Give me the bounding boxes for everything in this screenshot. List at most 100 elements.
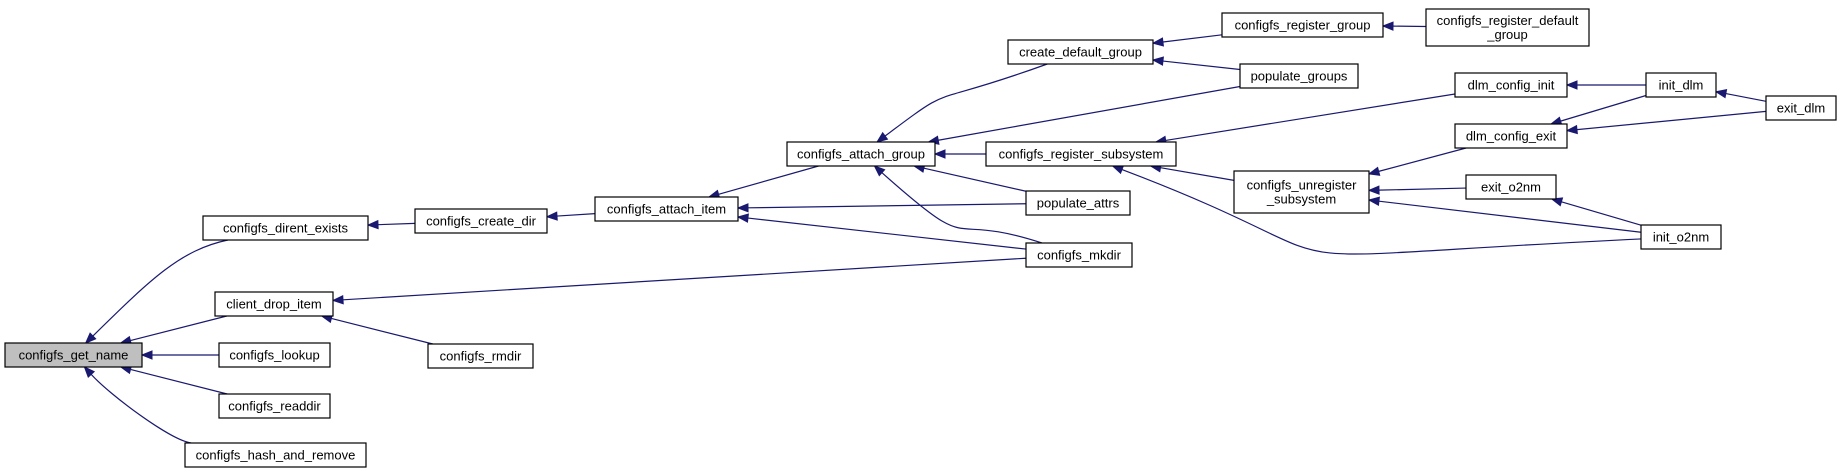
edge-init_o2nm-to-exit_o2nm [1550, 197, 1642, 226]
node-configfs-dirent-exists[interactable]: configfs_dirent_exists [202, 215, 369, 241]
edge-init_dlm-to-dlm_config_init [1565, 80, 1646, 90]
node-box [202, 215, 369, 241]
node-exit-o2nm[interactable]: exit_o2nm [1465, 174, 1557, 200]
node-label: _subsystem [1266, 192, 1336, 207]
edge-populate_groups-to-create_default_group [1151, 56, 1241, 71]
edge-dlm_config_exit-to-configfs_unregister_subsystem [1367, 147, 1467, 176]
edge-configfs_mkdir-to-configfs_attach_group [873, 165, 1043, 244]
edge-line [938, 85, 1241, 141]
node-label: create_default_group [1019, 45, 1142, 60]
arrowhead [875, 131, 889, 143]
arrowhead [1367, 166, 1381, 176]
arrowhead [1550, 197, 1564, 207]
edge-dlm_config_init-to-configfs_register_subsystem [1154, 93, 1456, 146]
node-exit-dlm[interactable]: exit_dlm [1765, 95, 1837, 121]
arrowhead [84, 332, 97, 344]
node-configfs-register-subsystem[interactable]: configfs_register_subsystem [985, 141, 1177, 167]
node-configfs-unregister-subsystem[interactable]: configfs_unregister_subsystem [1233, 170, 1370, 214]
node-configfs-register-group[interactable]: configfs_register_group [1221, 12, 1384, 38]
edge-configfs_register_group-to-create_default_group [1151, 34, 1223, 47]
node-label: populate_groups [1251, 69, 1348, 84]
edge-line [130, 315, 227, 342]
node-box [786, 141, 936, 167]
node-configfs-mkdir[interactable]: configfs_mkdir [1025, 242, 1133, 268]
edge-configfs_lookup-to-configfs_get_name [140, 350, 219, 360]
edge-configfs_register_subsystem-to-configfs_attach_group [933, 149, 986, 159]
edge-line [1378, 147, 1467, 172]
arrowhead [1565, 124, 1578, 135]
edge-line [377, 222, 416, 226]
node-label: dlm_config_init [1468, 78, 1555, 93]
node-label: populate_attrs [1037, 196, 1120, 211]
node-box [1465, 174, 1557, 200]
edge-line [1725, 93, 1767, 102]
node-configfs-attach-group[interactable]: configfs_attach_group [786, 141, 936, 167]
node-box [1454, 72, 1568, 98]
node-label: configfs_create_dir [426, 214, 537, 229]
arrowhead [933, 149, 946, 159]
node-box [1025, 242, 1133, 268]
edge-line [1121, 168, 1642, 255]
graph-nodes: configfs_get_nameconfigfs_dirent_existsc… [4, 8, 1837, 468]
edge-configfs_create_dir-to-configfs_dirent_exists [366, 219, 416, 230]
node-box [1007, 39, 1154, 65]
arrowhead [1151, 56, 1164, 66]
node-init-o2nm[interactable]: init_o2nm [1640, 224, 1722, 250]
edge-line [1378, 187, 1467, 191]
node-box [427, 343, 534, 369]
node-dlm-config-init[interactable]: dlm_config_init [1454, 72, 1568, 98]
edge-configfs_attach_item-to-configfs_create_dir [545, 211, 596, 221]
edge-configfs_rmdir-to-client_drop_item [320, 313, 433, 345]
edge-client_drop_item-to-configfs_get_name [119, 315, 227, 346]
node-configfs-lookup[interactable]: configfs_lookup [218, 342, 331, 368]
node-label: init_dlm [1659, 78, 1704, 93]
arrowhead [1151, 37, 1164, 47]
edge-line [1561, 201, 1642, 226]
node-box [985, 141, 1177, 167]
node-box [1233, 170, 1370, 214]
edge-line [1162, 60, 1241, 71]
arrowhead [366, 219, 379, 230]
node-label: configfs_register_subsystem [999, 147, 1164, 162]
node-configfs-rmdir[interactable]: configfs_rmdir [427, 343, 534, 369]
node-init-dlm[interactable]: init_dlm [1645, 72, 1717, 98]
node-label: exit_dlm [1777, 101, 1825, 116]
edge-line [92, 239, 229, 337]
node-box [1025, 190, 1131, 216]
node-box [1425, 8, 1590, 47]
node-configfs-attach-item[interactable]: configfs_attach_item [594, 196, 739, 222]
node-populate-attrs[interactable]: populate_attrs [1025, 190, 1131, 216]
node-configfs-create-dir[interactable]: configfs_create_dir [414, 208, 548, 234]
node-configfs-register-default-group[interactable]: configfs_register_default_group [1425, 8, 1590, 47]
node-populate-groups[interactable]: populate_groups [1239, 63, 1359, 89]
edge-configfs_attach_group-to-configfs_attach_item [707, 165, 819, 199]
node-box [214, 291, 334, 317]
arrowhead [83, 366, 96, 378]
node-configfs-hash-and-remove[interactable]: configfs_hash_and_remove [184, 442, 367, 468]
node-client-drop-item[interactable]: client_drop_item [214, 291, 334, 317]
edge-configfs_hash_and_remove-to-configfs_get_name [83, 366, 192, 444]
node-configfs-readdir[interactable]: configfs_readdir [218, 393, 331, 419]
node-box [1765, 95, 1837, 121]
node-dlm-config-exit[interactable]: dlm_config_exit [1454, 123, 1568, 149]
node-label: configfs_lookup [229, 348, 319, 363]
node-label: configfs_hash_and_remove [196, 448, 356, 463]
edge-exit_dlm-to-init_dlm [1714, 89, 1767, 102]
edge-init_o2nm-to-configfs_unregister_subsystem [1367, 196, 1642, 233]
edge-line [1378, 200, 1642, 233]
edge-configfs_readdir-to-configfs_get_name [119, 364, 228, 395]
node-label: configfs_get_name [19, 348, 129, 363]
edge-line [923, 167, 1027, 192]
node-create-default-group[interactable]: create_default_group [1007, 39, 1154, 65]
edge-populate_attrs-to-configfs_attach_item [736, 203, 1027, 213]
edge-line [90, 373, 192, 444]
arrowhead [1714, 89, 1728, 99]
node-label: configfs_rmdir [440, 349, 522, 364]
node-configfs-get-name[interactable]: configfs_get_name [4, 342, 143, 368]
node-label: configfs_unregister [1247, 178, 1358, 193]
node-label: init_o2nm [1653, 230, 1709, 245]
edge-line [747, 203, 1027, 209]
edge-line [1160, 167, 1235, 181]
edge-line [881, 172, 1043, 244]
